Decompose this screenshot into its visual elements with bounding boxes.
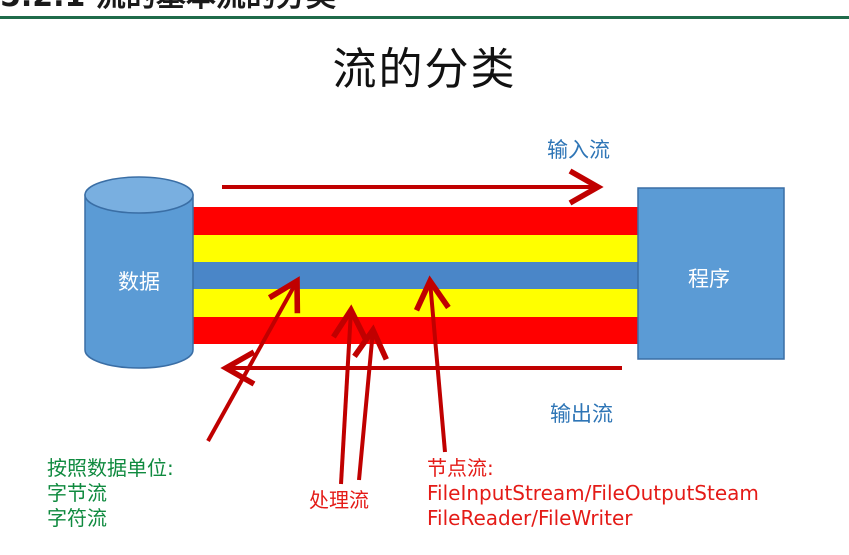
band-red-top xyxy=(188,207,640,235)
input-stream-label: 输入流 xyxy=(547,138,610,162)
output-stream-label: 输出流 xyxy=(550,402,613,426)
by-unit-pointer-arrow xyxy=(206,276,301,442)
data-store-label: 数据 xyxy=(118,270,160,294)
node-stream-heading: 节点流: xyxy=(427,456,494,480)
slide-title: 流的分类 xyxy=(332,44,517,95)
char-stream-label: 字符流 xyxy=(47,506,107,530)
program-label: 程序 xyxy=(688,267,730,291)
by-unit-block: 按照数据单位: 字节流 字符流 xyxy=(47,456,174,531)
program-box xyxy=(637,187,785,360)
processing-pointer-arrow-1 xyxy=(331,304,368,485)
node-stream-block: 节点流: FileInputStream/FileOutputSteam Fil… xyxy=(427,456,759,531)
processing-pointer-arrow-2 xyxy=(352,324,389,481)
section-header: 5.2.1 流的基本流的分类 xyxy=(0,0,849,19)
node-stream-file-stream: FileInputStream/FileOutputSteam xyxy=(427,481,759,505)
section-title: 5.2.1 流的基本流的分类 xyxy=(0,0,336,12)
band-yellow-top xyxy=(188,235,640,262)
stream-pipe xyxy=(188,207,640,344)
data-store-cylinder xyxy=(84,176,194,369)
band-red-bottom xyxy=(188,317,640,344)
byte-stream-label: 字节流 xyxy=(47,481,107,505)
band-blue-middle xyxy=(188,262,640,289)
node-pointer-arrow xyxy=(413,275,451,453)
processing-stream-label: 处理流 xyxy=(309,488,369,512)
node-stream-file-reader-writer: FileReader/FileWriter xyxy=(427,506,633,530)
by-unit-heading: 按照数据单位: xyxy=(47,456,174,480)
band-yellow-bottom xyxy=(188,289,640,317)
